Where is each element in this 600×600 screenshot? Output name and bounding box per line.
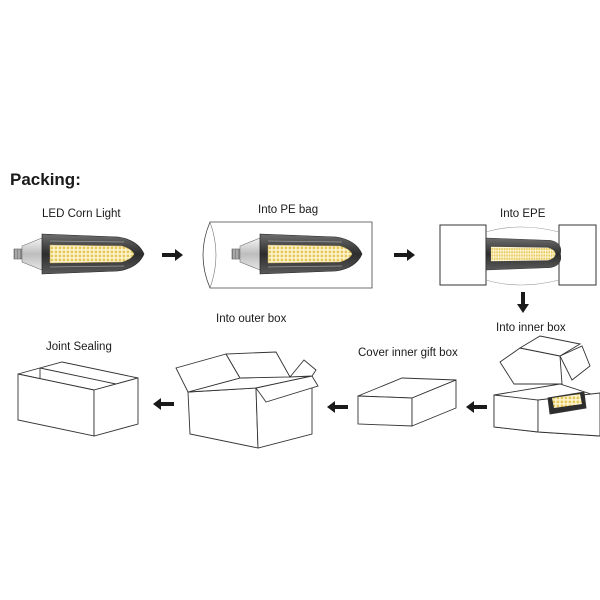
- step-label-into-outer-box: Into outer box: [216, 313, 287, 325]
- epe-image: [439, 224, 597, 286]
- sealed-box-image: [17, 361, 139, 437]
- outer-box-image: [175, 351, 319, 449]
- step-label-cover-inner-gift-box: Cover inner gift box: [358, 347, 458, 359]
- arrow-right-1: [162, 249, 183, 261]
- pe-bag-image: [202, 221, 373, 289]
- gift-box-image: [357, 377, 457, 427]
- arrow-left-2: [327, 401, 348, 413]
- step-label-into-inner-box: Into inner box: [496, 322, 566, 334]
- page-title: Packing:: [10, 170, 81, 189]
- arrow-right-2: [394, 249, 415, 261]
- step-label-joint-sealing: Joint Sealing: [46, 341, 112, 353]
- arrow-left-1: [466, 401, 487, 413]
- step-label-into-epe: Into EPE: [500, 208, 546, 220]
- step-label-led-corn-light: LED Corn Light: [42, 208, 121, 220]
- arrow-down: [517, 292, 529, 313]
- step-label-into-pe-bag: Into PE bag: [258, 204, 319, 216]
- led-corn-light-image: [13, 233, 145, 275]
- arrow-left-3: [153, 398, 174, 410]
- inner-box-image: [493, 335, 600, 437]
